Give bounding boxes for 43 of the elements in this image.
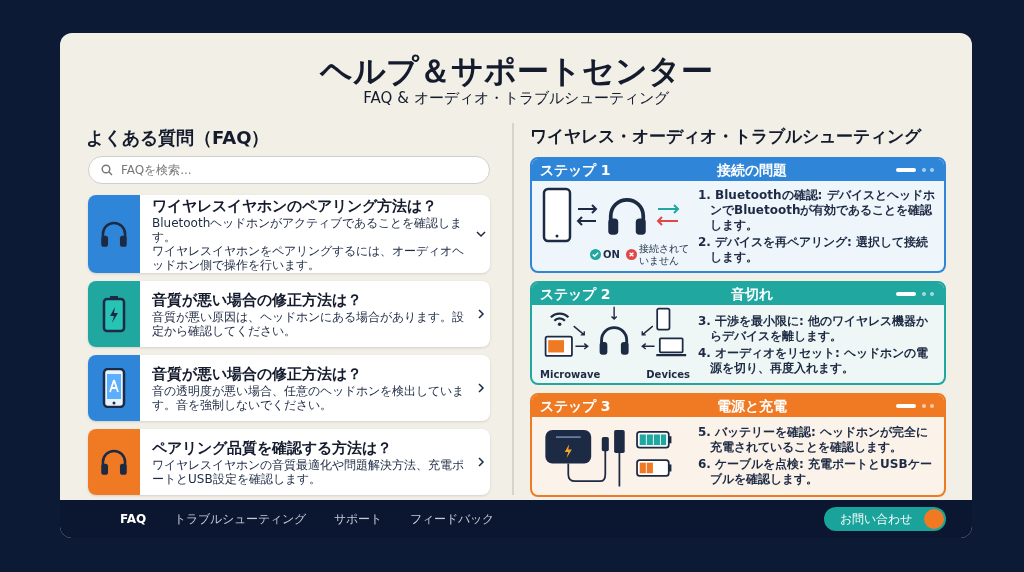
step-card: [530, 281, 946, 385]
contact-button: お問い合わせ: [824, 507, 946, 531]
faq-question: ペアリング品質を確認する方法は？: [152, 438, 393, 458]
instruction-text: 3. 干渉を最小限に: 他のワイヤレス機器からデバイスを離します。: [698, 314, 930, 344]
faq-answer: ワイヤレスイヤホンをペアリングするには、オーディオヘッドホン側で操作を行います。: [152, 243, 465, 272]
instruction-text: 4. オーディオをリセット: ヘッドホンの電源を切り、再度入れます。: [698, 346, 930, 376]
status-label: 接続されていません: [639, 243, 690, 267]
faq-question: 音質が悪い場合の修正方法は？: [152, 290, 363, 310]
device-label: Devices: [646, 368, 690, 382]
faq-question: ワイヤレスイヤホンのペアリング方法は？: [152, 196, 438, 216]
step-title: 電源と充電: [716, 396, 788, 416]
faq-answer: Bluetoothヘッドホンがアクティブであることを確認します。: [152, 215, 464, 244]
step-card: [530, 157, 946, 273]
step-title: 音切れ: [730, 284, 774, 304]
step-number: ステップ 3: [540, 396, 612, 416]
nav-link: サポート: [334, 511, 383, 528]
nav-link: フィードバック: [410, 511, 495, 528]
page-subtitle: FAQ & オーディオ・トラブルシューティング: [362, 88, 670, 109]
faq-card: [88, 195, 490, 273]
faq-answer: 音質が悪い原因は、ヘッドホンにある場合があります。設定から確認してください。: [152, 309, 465, 338]
instruction-text: 2. デバイスを再ペアリング: 選択して接続します。: [698, 234, 930, 265]
search-field: [88, 156, 490, 184]
instruction-text: 5. バッテリーを確認: ヘッドホンが完全に充電されていることを確認します。: [698, 425, 930, 455]
faq-question: 音質が悪い場合の修正方法は？: [152, 364, 363, 384]
step-number: ステップ 1: [540, 160, 612, 180]
faq-card: [88, 355, 490, 421]
section-heading: よくある質問（FAQ）: [86, 126, 270, 150]
page-title: ヘルプ＆サポートセンター: [318, 51, 714, 90]
status-label: ON: [603, 248, 620, 262]
faq-answer: ワイヤレスイヤホンの音質最適化や問題解決方法、充電ポートとUSB設定を確認します。: [152, 457, 465, 486]
faq-answer: 音の透明度が悪い場合、任意のヘッドホンを検出しています。音を強制しないでください。: [152, 383, 465, 412]
instruction-text: 1. Bluetoothの確認: デバイスとヘッドホンでBluetoothが有効であることを確認します。: [698, 187, 936, 233]
device-label: Microwave: [540, 368, 601, 382]
nav-link: FAQ: [120, 511, 147, 528]
step-title: 接続の問題: [716, 160, 788, 180]
step-number: ステップ 2: [540, 284, 612, 304]
faq-card: [88, 281, 490, 347]
section-heading: ワイヤレス・オーディオ・トラブルシューティング: [530, 125, 921, 148]
instruction-text: 6. ケーブルを点検: 充電ポートとUSBケーブルを確認します。: [698, 457, 933, 487]
search-placeholder: FAQを検索...: [121, 162, 192, 179]
nav-link: トラブルシューティング: [174, 511, 307, 528]
step-card: [530, 393, 946, 497]
faq-card: [88, 429, 490, 495]
